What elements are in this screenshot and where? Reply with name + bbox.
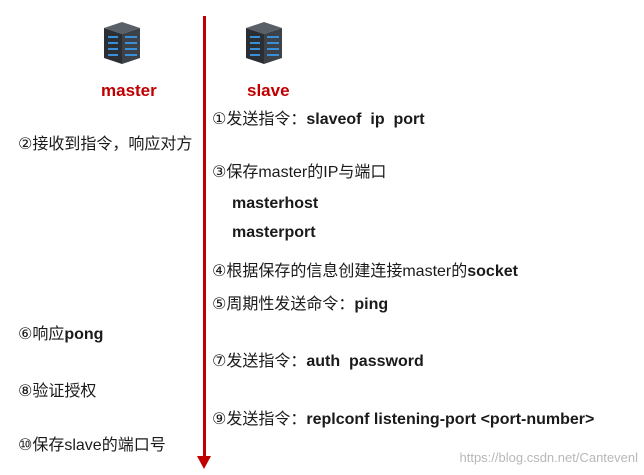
step-6-text: 响应 (32, 326, 65, 343)
step-9-command: replconf listening-port <port-number> (306, 411, 595, 428)
step-9-num: ⑨ (212, 411, 227, 428)
step-10-text: 保存slave的端口号 (32, 437, 166, 454)
step-6-num: ⑥ (18, 326, 33, 343)
timeline-line (203, 16, 206, 456)
step-8-num: ⑧ (18, 383, 33, 400)
step-7: ⑦发送指令：auth password (212, 352, 424, 372)
step-1-num: ① (212, 111, 227, 128)
step-7-text: 发送指令： (226, 353, 307, 370)
step-1: ①发送指令：slaveof ip port (212, 110, 425, 130)
step-5-num: ⑤ (212, 296, 227, 313)
step-8: ⑧验证授权 (18, 382, 96, 402)
step-7-command: auth password (306, 353, 424, 370)
step-5: ⑤周期性发送命令：ping (212, 295, 388, 315)
step-9: ⑨发送指令：replconf listening-port <port-numb… (212, 410, 594, 430)
step-8-text: 验证授权 (32, 383, 97, 400)
step-2-text: 接收到指令，响应对方 (32, 136, 193, 153)
step-4: ④根据保存的信息创建连接master的socket (212, 262, 518, 282)
master-server-icon (104, 22, 140, 64)
step-4-num: ④ (212, 263, 227, 280)
step-2-num: ② (18, 136, 33, 153)
step-6-pong: pong (64, 326, 104, 343)
slave-server-icon (246, 22, 282, 64)
step-9-text: 发送指令： (226, 411, 307, 428)
step-3-masterhost: masterhost (232, 195, 319, 212)
step-6: ⑥响应pong (18, 325, 103, 345)
step-3-masterport: masterport (232, 224, 316, 241)
step-3: ③保存master的IP与端口 (212, 163, 386, 183)
slave-label: slave (247, 81, 290, 100)
step-5-ping: ping (354, 296, 389, 313)
master-label: master (101, 81, 157, 100)
step-2: ②接收到指令，响应对方 (18, 135, 192, 155)
step-3-text: 保存master的IP与端口 (226, 164, 387, 181)
watermark: https://blog.csdn.net/Cantevenl (459, 450, 638, 465)
step-1-text: 发送指令： (226, 111, 307, 128)
timeline-arrow-icon (197, 456, 211, 469)
step-10-num: ⑩ (18, 437, 33, 454)
step-4-socket: socket (467, 263, 518, 280)
step-7-num: ⑦ (212, 353, 227, 370)
step-1-command: slaveof ip port (306, 111, 425, 128)
step-3-num: ③ (212, 164, 227, 181)
step-5-text: 周期性发送命令： (226, 296, 355, 313)
step-4-text: 根据保存的信息创建连接master的 (226, 263, 468, 280)
step-10: ⑩保存slave的端口号 (18, 436, 166, 456)
